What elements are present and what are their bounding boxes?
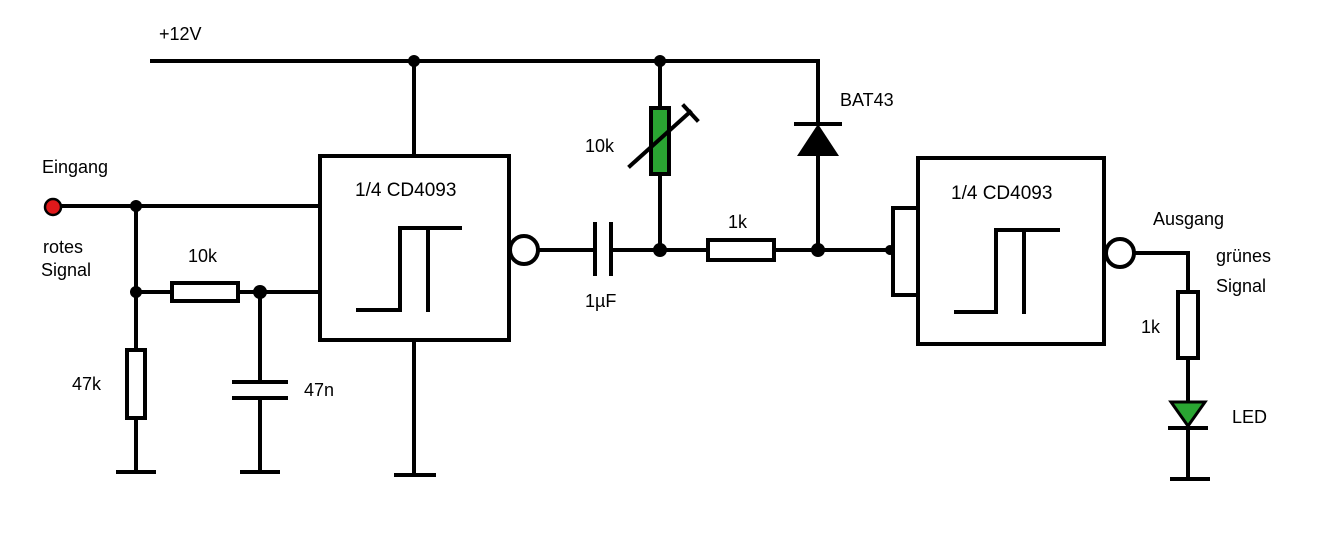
r-input-pulldown-label: 47k bbox=[72, 374, 102, 394]
resistor-1k-mid bbox=[706, 238, 776, 262]
trimmer-arrow bbox=[627, 109, 693, 169]
labels: +12V Eingang rotes Signal 10k 47k 47n 1/… bbox=[41, 24, 1271, 427]
r-input-series-label: 10k bbox=[188, 246, 218, 266]
led bbox=[1168, 400, 1208, 430]
gate2 bbox=[916, 156, 1136, 346]
r-mid-label: 1k bbox=[728, 212, 748, 232]
c-input-label: 47n bbox=[304, 380, 334, 400]
gate1-body bbox=[318, 154, 511, 342]
resistor-10k-input bbox=[170, 281, 240, 303]
input-signal-label-2: Signal bbox=[41, 260, 91, 280]
output-signal-label-1: grünes bbox=[1216, 246, 1271, 266]
r-led-label: 1k bbox=[1141, 317, 1161, 337]
r-trimmer-label: 10k bbox=[585, 136, 615, 156]
input-terminal bbox=[43, 197, 63, 217]
gate1 bbox=[318, 154, 540, 342]
junction-dot bbox=[408, 55, 420, 67]
input-signal-label-1: rotes bbox=[43, 237, 83, 257]
gate2-inverter-bubble bbox=[1104, 237, 1136, 269]
junction-dot bbox=[653, 243, 667, 257]
gate2-label: 1/4 CD4093 bbox=[951, 183, 1052, 204]
capacitor-47n bbox=[232, 380, 288, 400]
gate2-input-bridge bbox=[891, 206, 920, 297]
junction-dot bbox=[654, 55, 666, 67]
junction-dot bbox=[130, 200, 142, 212]
junction-dot bbox=[253, 285, 267, 299]
resistor-47k bbox=[125, 348, 147, 420]
resistor-1k-led bbox=[1176, 290, 1200, 360]
diode-triangle bbox=[797, 124, 839, 156]
trimmer-arrow-tip bbox=[681, 103, 700, 123]
junctions bbox=[130, 55, 895, 299]
c-coupling-label: 1µF bbox=[585, 291, 616, 311]
diode-bat43 bbox=[794, 122, 842, 156]
gate2-body bbox=[916, 156, 1106, 346]
junction-dot bbox=[130, 286, 142, 298]
led-triangle bbox=[1168, 400, 1208, 429]
junction-dot bbox=[885, 245, 895, 255]
output-wire bbox=[1133, 251, 1190, 294]
gate1-inverter-bubble bbox=[508, 234, 540, 266]
junction-dot bbox=[811, 243, 825, 257]
gate1-label: 1/4 CD4093 bbox=[355, 180, 456, 201]
schmitt-symbol bbox=[954, 228, 1060, 314]
output-signal-label-2: Signal bbox=[1216, 276, 1266, 296]
output-label: Ausgang bbox=[1153, 209, 1224, 229]
diode-label: BAT43 bbox=[840, 90, 894, 110]
supply-label: +12V bbox=[159, 24, 202, 44]
input-label: Eingang bbox=[42, 157, 108, 177]
trimmer-10k bbox=[627, 103, 700, 176]
led-label: LED bbox=[1232, 407, 1267, 427]
capacitor-1uf bbox=[593, 222, 613, 276]
